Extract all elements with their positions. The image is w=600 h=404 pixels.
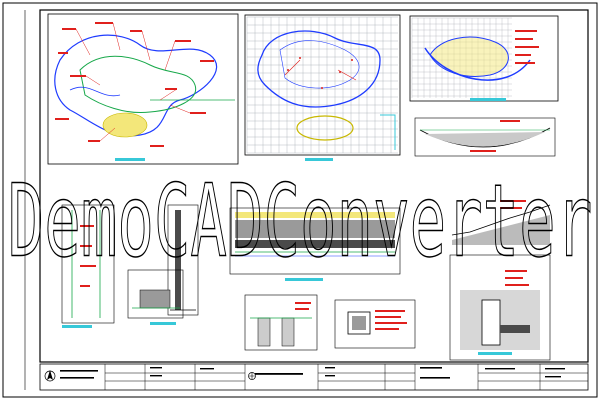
north-arrow-icon (44, 370, 56, 382)
section-view-panel (414, 117, 556, 157)
wall-elevation-panel (61, 204, 115, 328)
elevation-strip-panel (229, 207, 401, 281)
outer-frame (2, 2, 598, 398)
inner-frame (39, 9, 589, 363)
title-block (39, 363, 589, 391)
drain-detail-panel (334, 299, 416, 349)
foundation-detail-panel (244, 294, 318, 351)
footing-detail-panel (127, 269, 184, 325)
converter-watermark: DemoCADConverter (8, 164, 592, 280)
detail-plan-panel (409, 15, 559, 102)
stepped-section-panel (451, 200, 551, 245)
site-plan-panel (47, 13, 239, 165)
paving-grid-panel (244, 14, 401, 161)
company-logo-icon (248, 372, 256, 380)
pipe-section-panel (449, 254, 551, 361)
